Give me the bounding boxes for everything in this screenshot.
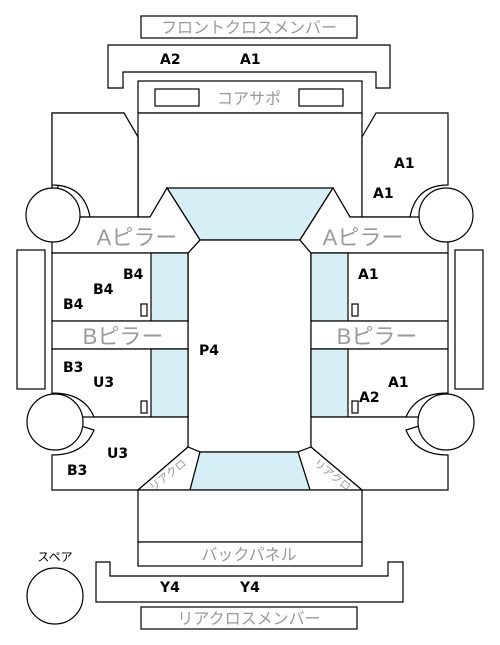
left-rear-window bbox=[150, 348, 189, 418]
code-left-u3-2: U3 bbox=[107, 446, 128, 462]
right-front-window bbox=[310, 252, 349, 322]
code-left-b4-1: B4 bbox=[123, 267, 144, 283]
back-panel-box bbox=[137, 541, 363, 567]
code-rear-y4-2: Y4 bbox=[239, 580, 260, 596]
code-left-b4-2: B4 bbox=[93, 282, 114, 298]
right-rear-wheel bbox=[417, 393, 475, 451]
a-pillar-left-label: Aピラー bbox=[97, 225, 178, 250]
code-right-mid-a1: A1 bbox=[358, 267, 379, 283]
left-front-handle bbox=[140, 303, 148, 317]
left-front-fender-main bbox=[51, 112, 139, 218]
left-rear-wheel bbox=[26, 393, 84, 451]
core-support-right-slot bbox=[298, 88, 344, 107]
code-rear-y4-1: Y4 bbox=[159, 580, 180, 596]
right-rear-handle bbox=[351, 400, 359, 414]
right-rear-window bbox=[310, 348, 349, 418]
b-pillar-left-band bbox=[51, 320, 189, 350]
b-pillar-right-label: Bピラー bbox=[337, 324, 418, 349]
code-left-b3-2: B3 bbox=[67, 463, 87, 479]
b-pillar-left-label: Bピラー bbox=[83, 324, 164, 349]
code-center-p4: P4 bbox=[199, 343, 219, 359]
right-front-fender bbox=[361, 112, 449, 218]
right-front-handle bbox=[351, 303, 359, 317]
rear-cross-member-label: リアクロスメンバー bbox=[177, 610, 320, 628]
code-right-top-a1-1: A1 bbox=[394, 156, 415, 172]
b-pillar-right-band bbox=[310, 320, 449, 350]
rear-cross-member-box bbox=[140, 606, 358, 630]
front-cross-member-label: フロントクロスメンバー bbox=[161, 19, 337, 37]
code-left-u3-1: U3 bbox=[93, 375, 114, 391]
left-front-wheel bbox=[25, 187, 81, 243]
left-rear-handle bbox=[140, 400, 148, 414]
right-sill bbox=[454, 249, 484, 390]
code-right-lower-a1: A1 bbox=[388, 375, 409, 391]
trunk-panel bbox=[137, 489, 363, 543]
a-pillar-right-label: Aピラー bbox=[323, 225, 404, 250]
code-right-top-a1-2: A1 bbox=[373, 186, 394, 202]
code-front-a2: A2 bbox=[160, 52, 181, 68]
left-sill bbox=[16, 249, 46, 390]
code-left-b3-1: B3 bbox=[63, 360, 83, 376]
spare-label: スペア bbox=[37, 550, 72, 564]
spare-tire bbox=[26, 567, 84, 625]
front-bumper-bracket bbox=[107, 44, 391, 89]
right-front-wheel bbox=[418, 187, 474, 243]
front-cross-member-box bbox=[140, 15, 358, 39]
core-support-left-slot bbox=[154, 88, 200, 107]
code-front-a1: A1 bbox=[240, 52, 261, 68]
core-support-label: コアサポ bbox=[217, 90, 281, 108]
code-left-b4-3: B4 bbox=[63, 297, 84, 313]
code-right-lower-a2: A2 bbox=[359, 390, 380, 406]
back-panel-label: バックパネル bbox=[201, 546, 296, 564]
left-front-window bbox=[150, 252, 189, 322]
rear-window-glass bbox=[189, 451, 311, 491]
rear-bumper-bracket bbox=[95, 561, 404, 603]
